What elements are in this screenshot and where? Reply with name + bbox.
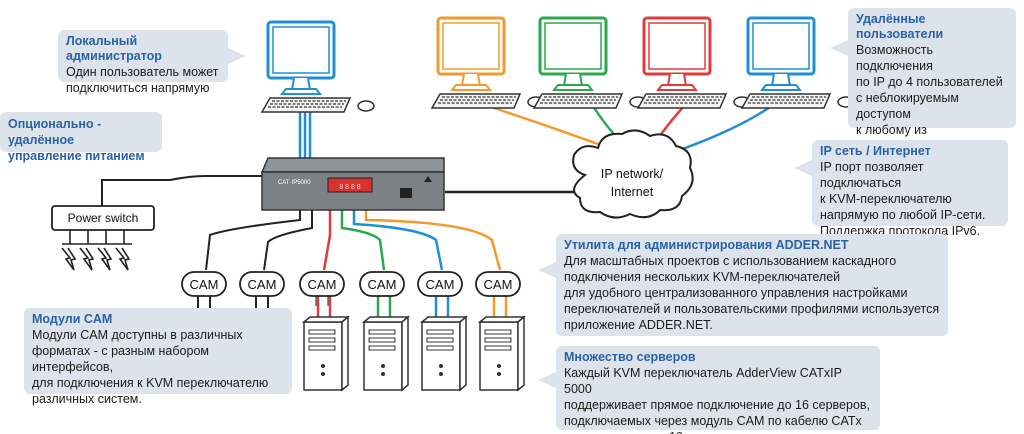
callout-power: Опционально - удалённое управление питан…	[0, 112, 162, 163]
power-bolt-icons	[61, 247, 130, 271]
server-tower-icon-2	[363, 316, 409, 391]
cam-label: CAM	[484, 277, 513, 292]
power-switch-icon: Power switch	[51, 205, 155, 245]
cam-module-4: CAM	[359, 271, 405, 297]
power-switch-label: Power switch	[68, 211, 139, 225]
cam-label: CAM	[368, 277, 397, 292]
callout-adder-net: Утилита для администрирования ADDER.NET …	[556, 234, 948, 336]
server-cable-blue	[434, 296, 450, 318]
cam-module-6: CAM	[475, 271, 521, 297]
svg-text:8 8 8 8: 8 8 8 8	[339, 184, 361, 191]
cam-module-1: CAM	[181, 271, 227, 297]
remote-keyboard-blue-icon	[741, 93, 855, 109]
power-link-cable	[101, 175, 262, 206]
callout-cam-modules-text: Модули CAM доступны в различных форматах…	[32, 328, 269, 406]
local-console-cable	[298, 110, 312, 158]
callout-servers: Множество серверов Каждый KVM переключат…	[556, 346, 880, 434]
cam-cable-blue	[352, 210, 444, 271]
callout-adder-net-title: Утилита для администрирования ADDER.NET	[564, 238, 849, 252]
callout-servers-title: Множество серверов	[564, 350, 696, 364]
callout-power-title: Опционально - удалённое управление питан…	[8, 117, 145, 163]
cloud-label-line1: IP network/	[601, 167, 664, 181]
callout-cam-modules: Модули CAM Модули CAM доступны в различн…	[24, 308, 292, 406]
cam-modules: CAM CAM CAM CAM CAM CAM	[181, 271, 521, 297]
cam-plugs-red	[315, 296, 329, 306]
remote-keyboard-red-icon	[637, 93, 751, 109]
cam-label: CAM	[190, 277, 219, 292]
cam-cable-1	[205, 210, 301, 271]
remote-keyboard-green-icon	[533, 93, 647, 109]
server-cable-red	[316, 296, 332, 318]
server-cable-orange	[492, 296, 508, 318]
kvm-brand-label: CAT·IP5000	[278, 180, 311, 186]
cam-cable-red	[322, 210, 332, 271]
remote-monitor-blue-icon	[746, 16, 816, 92]
callout-local-admin: Локальный администратор Один пользовател…	[58, 30, 228, 95]
ip-cloud-icon: IP network/ Internet	[572, 129, 694, 219]
callout-cam-modules-title: Модули CAM	[32, 312, 113, 326]
cam-cable-green	[340, 210, 386, 271]
cam-cable-2	[263, 210, 313, 271]
callout-ip-network-title: IP сеть / Интернет	[820, 144, 931, 158]
cloud-label-line2: Internet	[611, 185, 654, 199]
remote-keyboard-orange-icon	[431, 93, 545, 109]
callout-remote-users: Удалённые пользователи Возможность подкл…	[848, 8, 1016, 185]
local-monitor-icon	[266, 20, 336, 96]
callout-adder-net-text: Для масштабных проектов с использованием…	[564, 254, 940, 332]
kvm-switch-icon: 8 8 8 8 CAT·IP5000	[260, 157, 445, 211]
cam-module-3: CAM	[299, 271, 345, 297]
callout-remote-users-title: Удалённые пользователи	[856, 12, 944, 41]
callout-local-admin-title: Локальный администратор	[66, 34, 162, 63]
server-tower-icon-4	[479, 316, 525, 391]
callout-ip-network-text: IP порт позволяет подключаться к KVM-пер…	[820, 160, 986, 238]
server-tower-icon-3	[421, 316, 467, 391]
server-tower-icon-1	[303, 316, 349, 391]
remote-monitor-red-icon	[642, 16, 712, 92]
cam-module-2: CAM	[239, 271, 285, 297]
callout-servers-tail	[538, 372, 556, 388]
callout-ip-network-tail	[794, 160, 812, 176]
cam-label: CAM	[308, 277, 337, 292]
remote-monitor-orange-icon	[436, 16, 506, 92]
callout-ip-network: IP сеть / Интернет IP порт позволяет под…	[812, 140, 1008, 238]
callout-local-admin-text: Один пользователь может подключиться нап…	[66, 65, 219, 95]
cam-module-5: CAM	[417, 271, 463, 297]
local-keyboard-icon	[261, 97, 375, 113]
cam-label: CAM	[426, 277, 455, 292]
cam-plugs	[197, 296, 269, 308]
server-cable-green	[376, 296, 392, 318]
cam-label: CAM	[248, 277, 277, 292]
callout-adder-net-tail	[538, 262, 556, 278]
callout-local-admin-tail	[228, 48, 246, 64]
callout-remote-users-tail	[830, 40, 848, 56]
cam-cable-orange	[364, 210, 502, 271]
remote-monitor-green-icon	[538, 16, 608, 92]
callout-servers-text: Каждый KVM переключатель AdderView CATxI…	[564, 366, 871, 434]
